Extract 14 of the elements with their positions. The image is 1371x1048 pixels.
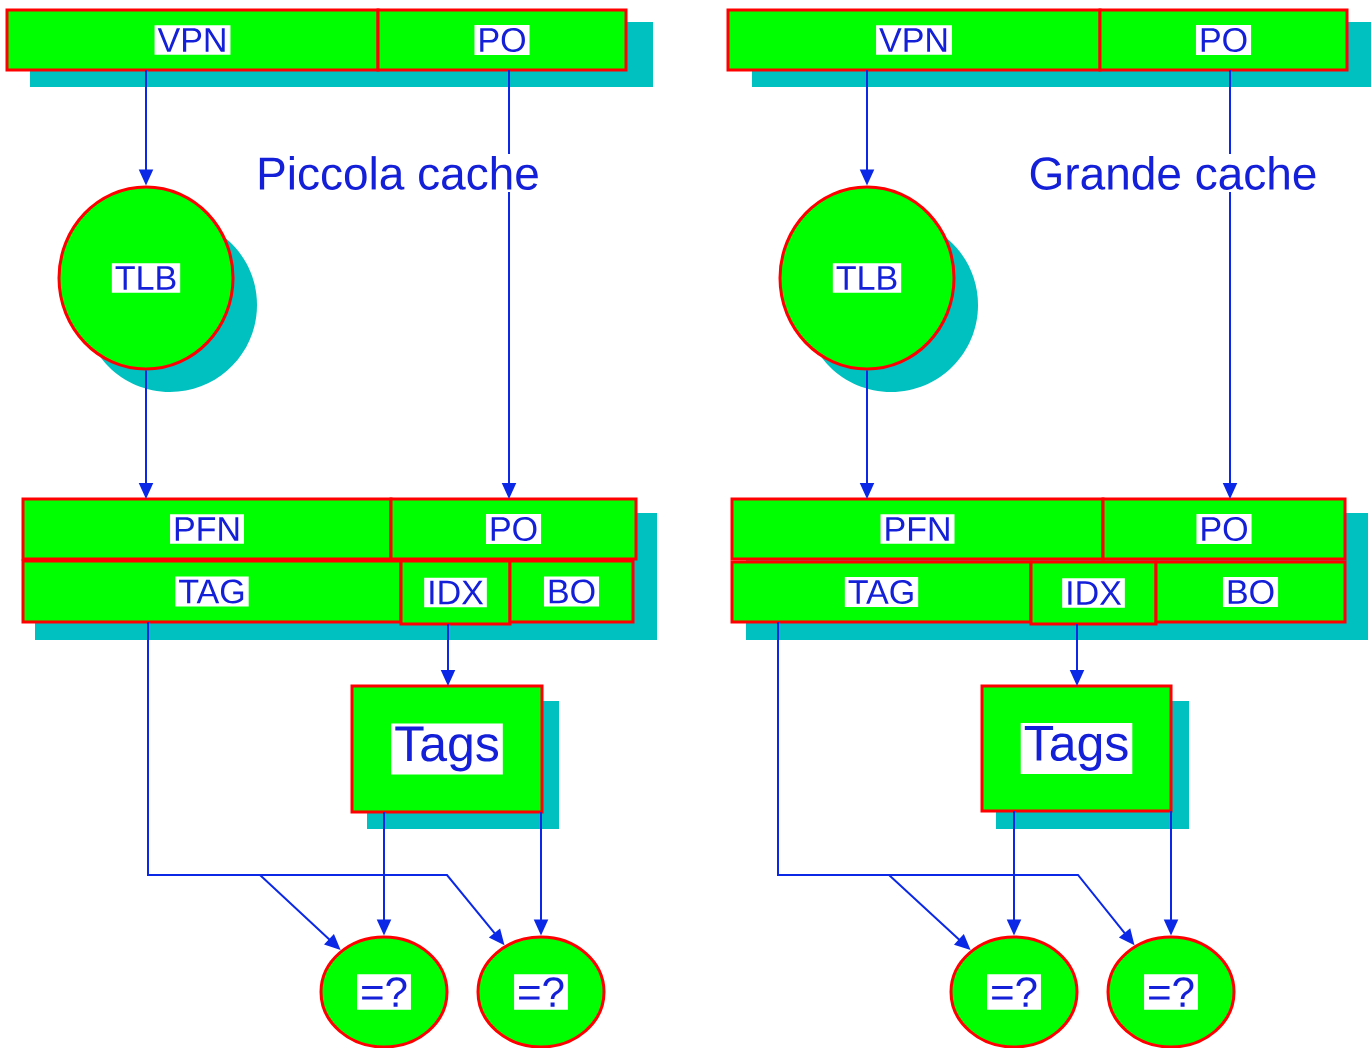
field-box: PFN [21, 497, 393, 561]
heading: Grande cache [1026, 154, 1320, 192]
field-box: BO [1154, 560, 1347, 624]
field-box: PO [1098, 8, 1349, 72]
field-box: PO [376, 8, 628, 72]
field-box: IDX [1029, 560, 1158, 626]
field-box: BO [508, 559, 635, 624]
tags-box: Tags [980, 684, 1173, 813]
field-box: VPN [726, 8, 1102, 72]
field-box: IDX [399, 559, 512, 626]
field-box: PO [1101, 497, 1347, 561]
tags-box: Tags [350, 684, 544, 814]
field-box: VPN [5, 8, 380, 72]
heading: Piccola cache [254, 154, 542, 192]
